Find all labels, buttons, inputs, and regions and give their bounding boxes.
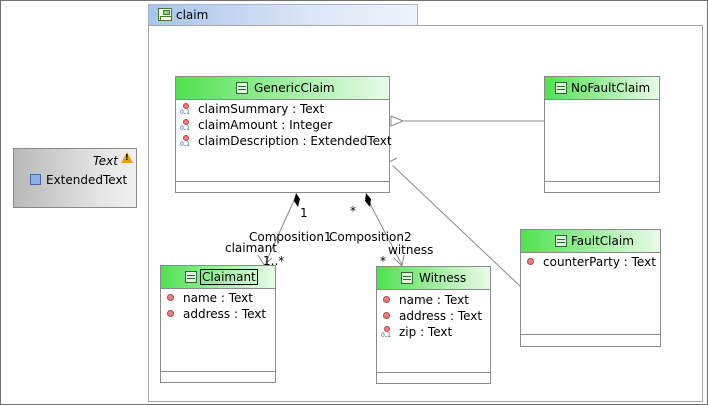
composition2-source-multiplicity: * xyxy=(350,204,356,218)
class-header: NoFaultClaim xyxy=(545,77,659,100)
operations-separator xyxy=(377,372,490,373)
class-header: FaultClaim xyxy=(521,230,660,253)
composition1-source-multiplicity: 1 xyxy=(300,206,308,220)
enumeration-literal-icon xyxy=(30,174,41,185)
attribute-icon xyxy=(183,135,189,141)
class-icon xyxy=(185,271,197,283)
class-nofaultclaim[interactable]: NoFaultClaim xyxy=(544,76,660,193)
attribute-row[interactable]: name : Text xyxy=(161,291,275,307)
composition2-line xyxy=(365,195,403,266)
composition2-name[interactable]: Composition2 xyxy=(329,230,412,244)
attribute-icon xyxy=(167,294,174,301)
composition1-line xyxy=(265,195,297,263)
composition1-role: claimant xyxy=(225,241,277,255)
composition1-target-multiplicity: 1..* xyxy=(263,254,285,268)
attribute-row[interactable]: 0..1 claimSummary : Text xyxy=(176,102,389,118)
multiplicity-label: 0..1 xyxy=(180,109,190,116)
attribute-text: name : Text xyxy=(183,291,253,305)
operations-separator xyxy=(161,371,275,372)
attribute-icon xyxy=(383,296,390,303)
class-header: Claimant xyxy=(161,266,275,289)
attribute-icon xyxy=(527,258,534,265)
class-icon xyxy=(401,272,413,284)
attribute-icon xyxy=(383,312,390,319)
attribute-text: claimAmount : Integer xyxy=(198,118,333,132)
operations-separator xyxy=(521,334,660,335)
composition2-role: witness xyxy=(388,243,434,257)
attribute-row[interactable]: address : Text xyxy=(161,307,275,323)
class-name: NoFaultClaim xyxy=(571,81,651,95)
package-tab[interactable]: claim xyxy=(148,4,418,25)
attribute-row[interactable]: counterParty : Text xyxy=(521,255,660,271)
composition2-diamond xyxy=(365,193,371,207)
attribute-icon xyxy=(183,119,189,125)
operations-separator xyxy=(176,181,389,182)
attribute-row[interactable]: address : Text xyxy=(377,309,490,325)
class-name: Witness xyxy=(419,271,467,285)
attribute-text: counterParty : Text xyxy=(543,255,656,269)
class-name: FaultClaim xyxy=(571,234,634,248)
class-header: GenericClaim xyxy=(176,77,389,100)
composition1-name[interactable]: Composition1 xyxy=(249,230,332,244)
class-name: GenericClaim xyxy=(254,81,335,95)
attribute-text: claimDescription : ExtendedText xyxy=(198,134,392,148)
datatype-text[interactable]: Text ExtendedText xyxy=(13,148,137,208)
attribute-icon xyxy=(167,310,174,317)
attribute-row[interactable]: 0..1 zip : Text xyxy=(377,325,490,341)
attribute-text: address : Text xyxy=(183,307,267,321)
attribute-text: address : Text xyxy=(399,309,483,323)
attribute-icon xyxy=(183,103,189,109)
attribute-text: name : Text xyxy=(399,293,469,307)
multiplicity-label: 0..1 xyxy=(180,125,190,132)
class-icon xyxy=(555,82,567,94)
generalization-arrowhead-nofaultclaim xyxy=(390,115,405,127)
package-icon xyxy=(158,8,172,21)
class-genericclaim[interactable]: GenericClaim 0..1 claimSummary : Text 0.… xyxy=(175,76,392,193)
class-claimant[interactable]: Claimant name : Text address : Text xyxy=(160,265,276,383)
class-witness[interactable]: Witness name : Text address : Text 0..1 … xyxy=(376,266,491,384)
attribute-text: claimSummary : Text xyxy=(198,102,325,116)
attribute-text: zip : Text xyxy=(399,325,453,339)
class-faultclaim[interactable]: FaultClaim counterParty : Text xyxy=(520,229,661,347)
generalization-faultclaim xyxy=(389,162,522,288)
composition1-diamond xyxy=(294,193,300,207)
operations-separator xyxy=(545,181,659,182)
composition2-target-multiplicity: * xyxy=(380,254,386,268)
class-name: Claimant xyxy=(200,269,258,285)
package-name: claim xyxy=(176,8,209,22)
class-icon xyxy=(555,235,567,247)
multiplicity-label: 0..1 xyxy=(381,332,391,339)
class-icon xyxy=(236,82,248,94)
attribute-icon xyxy=(384,326,390,332)
class-header: Witness xyxy=(377,267,490,290)
attribute-row[interactable]: 0..1 claimAmount : Integer xyxy=(176,118,389,134)
multiplicity-label: 0..1 xyxy=(180,141,190,148)
attribute-row[interactable]: name : Text xyxy=(377,293,490,309)
datatype-literal: ExtendedText xyxy=(46,173,128,187)
attribute-row[interactable]: 0..1 claimDescription : ExtendedText xyxy=(176,134,392,150)
warning-icon xyxy=(121,152,133,163)
datatype-name: Text xyxy=(92,154,118,168)
